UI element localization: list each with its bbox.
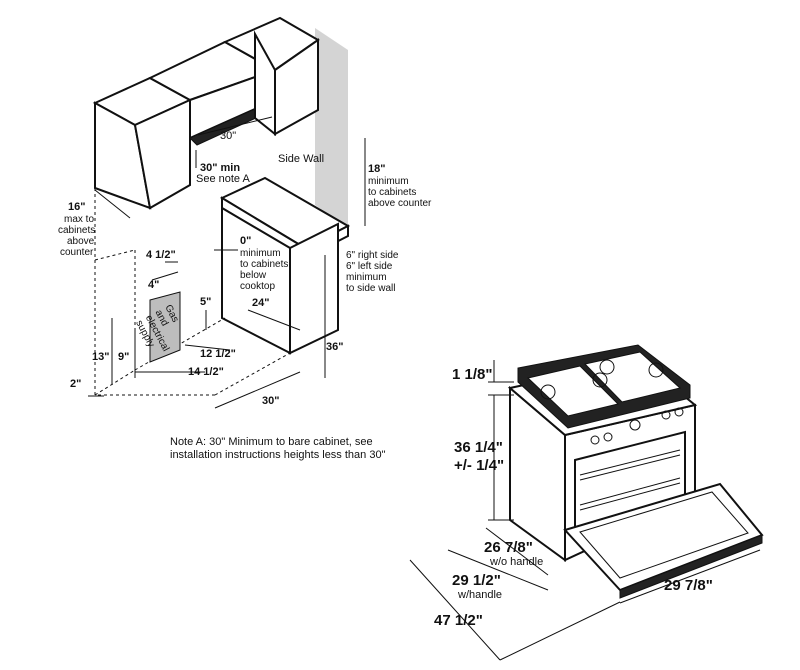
dimension-lines (88, 116, 366, 409)
control-knobs (590, 407, 684, 445)
height-main-label: 36 1/4" (454, 439, 503, 456)
width-14-5-label: 14 1/2" (188, 366, 224, 378)
upper-gap-width-label: 30" (220, 130, 236, 142)
svg-text:to cabinets: to cabinets (240, 259, 288, 270)
side-wall-note: minimum to side wall (346, 272, 395, 294)
upper-depth-label: 16" (68, 201, 85, 213)
oven-door (563, 482, 764, 599)
height-9-label: 9" (118, 351, 129, 363)
width-label: 29 7/8" (664, 577, 713, 594)
installation-drawing: Side Wall 30" 30" min See note A 16" max… (58, 16, 432, 461)
side-wall-height-note: minimum to cabinets above counter (368, 176, 432, 209)
side-wall-panel (315, 28, 348, 228)
installation-labels: Side Wall 30" 30" min See note A 16" max… (58, 130, 432, 461)
side-wall-height-label: 18" (368, 163, 385, 175)
svg-text:minimum: minimum (346, 272, 387, 283)
floor-gap-label: 2" (70, 378, 81, 390)
supply-height-label: 5" (200, 296, 211, 308)
range-labels: 1 1/8" 36 1/4" +/- 1/4" 26 7/8" w/o hand… (434, 366, 713, 629)
left-side-label: 6" left side (346, 261, 393, 272)
opening-width-label: 30" (262, 395, 279, 407)
side-wall-label: Side Wall (278, 153, 324, 165)
svg-text:above: above (67, 236, 95, 247)
zero-clearance-label: 0" (240, 235, 251, 247)
grate-height-label: 1 1/8" (452, 366, 492, 383)
zero-clearance-note: minimum to cabinets below cooktop (240, 248, 288, 292)
range-drawing: 1 1/8" 36 1/4" +/- 1/4" 26 7/8" w/o hand… (409, 344, 764, 661)
right-side-label: 6" right side (346, 250, 399, 261)
svg-text:to side wall: to side wall (346, 283, 395, 294)
height-tol-label: +/- 1/4" (454, 457, 504, 474)
svg-text:cabinets: cabinets (58, 225, 95, 236)
supply-label: Gas and electrical supply (133, 303, 180, 353)
base-cabinet (219, 176, 351, 355)
depth-open-label: 47 1/2" (434, 612, 483, 629)
min-clearance-label: 30" min (200, 162, 240, 174)
supply-area (149, 291, 181, 363)
depth-no-handle-label: 26 7/8" (484, 539, 533, 556)
note-a-line2: installation instructions heights less t… (170, 449, 386, 461)
svg-text:max to: max to (64, 214, 94, 225)
see-note-a-label: See note A (196, 173, 250, 185)
svg-text:to cabinets: to cabinets (368, 187, 416, 198)
svg-text:minimum: minimum (368, 176, 409, 187)
depth-handle-label: 29 1/2" (452, 572, 501, 589)
svg-text:below: below (240, 270, 267, 281)
upper-cabinet-right (222, 16, 320, 137)
supply-offset-a-label: 4 1/2" (146, 249, 176, 261)
range-dimension-lines (409, 360, 761, 661)
upper-cabinet-left (92, 76, 193, 210)
depth-handle-note: w/handle (457, 589, 502, 601)
width-12-5-label: 12 1/2" (200, 348, 236, 360)
svg-text:minimum: minimum (240, 248, 281, 259)
svg-text:cooktop: cooktop (240, 281, 275, 292)
svg-text:counter: counter (60, 247, 94, 258)
height-13-label: 13" (92, 351, 109, 363)
supply-offset-b-label: 4" (148, 279, 159, 291)
burner-grates (517, 344, 691, 429)
svg-text:above counter: above counter (368, 198, 432, 209)
counter-depth-label: 24" (252, 297, 269, 309)
upper-depth-note: max to cabinets above counter (58, 214, 95, 258)
depth-no-handle-note: w/o handle (489, 556, 543, 568)
note-a-line1: Note A: 30" Minimum to bare cabinet, see (170, 436, 373, 448)
counter-height-label: 36" (326, 341, 343, 353)
